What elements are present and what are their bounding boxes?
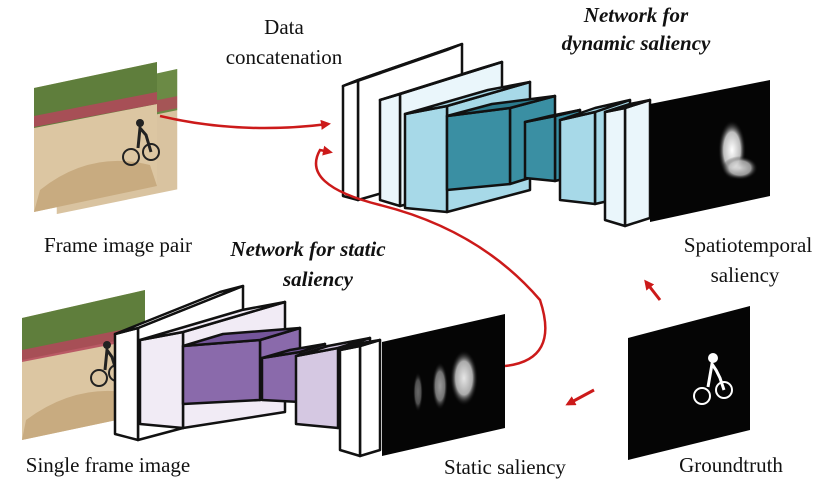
groundtruth-to-spatiotemporal-arrow [644,279,662,301]
static-to-concat-arrow [314,145,547,368]
label-spatiotemporal-line1: Spatiotemporal [684,233,812,257]
dynamic-saliency-network [341,42,652,228]
frame-image-front [34,62,160,212]
static-saliency-network [113,284,382,458]
label-network-static-line2: saliency [282,267,354,291]
groundtruth-map [628,306,750,460]
label-static-saliency: Static saliency [444,455,566,479]
static-layer-6 [338,338,382,458]
groundtruth-to-static-arrow [565,388,595,406]
frame-image-pair [34,62,179,216]
frame-pair-to-concat-arrow [159,114,331,130]
static-saliency-map [382,314,505,456]
arrows [159,114,662,406]
spatiotemporal-saliency-map [650,80,770,222]
label-network-dynamic-line1: Network for [583,3,689,27]
label-data-concat-line1: Data [264,15,304,39]
label-data-concat-line2: concatenation [226,45,343,69]
label-single-frame-image: Single frame image [26,453,190,477]
label-network-dynamic-line2: dynamic saliency [562,31,711,55]
label-network-static-line1: Network for static [229,237,386,261]
label-groundtruth: Groundtruth [679,453,783,477]
label-frame-image-pair: Frame image pair [44,233,192,257]
dynamic-layer-7 [603,98,652,228]
label-spatiotemporal-line2: saliency [711,263,780,287]
